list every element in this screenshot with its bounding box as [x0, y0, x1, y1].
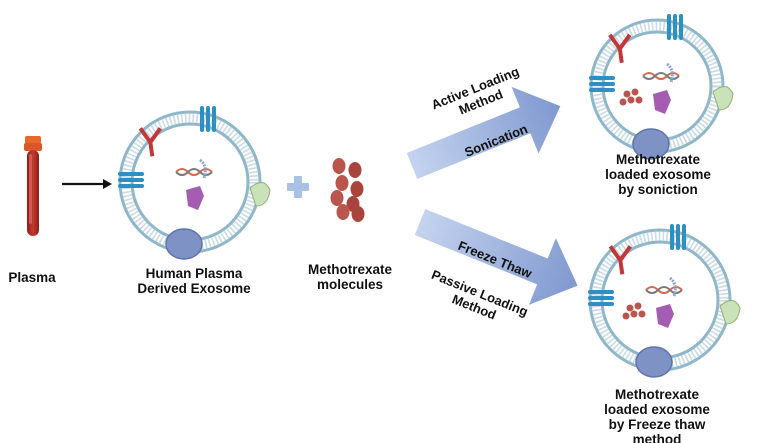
rna-icon [669, 276, 677, 297]
membrane-protein-icon [165, 228, 203, 260]
drug-molecule [350, 181, 364, 197]
plus-icon [287, 176, 309, 198]
drug-molecule [348, 162, 362, 178]
membrane-protein-icon [632, 128, 670, 160]
exosome-icon [588, 224, 741, 378]
plasma-label: Plasma [8, 270, 56, 285]
glycoprotein-icon [719, 300, 741, 325]
loaded-drug-icon [619, 88, 643, 106]
receptor-icon [589, 14, 683, 92]
antibody-icon [608, 33, 632, 64]
active-result-label: Methotrexate loaded exosome by soniction [605, 152, 711, 197]
methotrexate-label: Methotrexate molecules [307, 262, 393, 292]
receptor-icon [588, 224, 686, 306]
rna-icon [199, 158, 207, 179]
drug-molecule [335, 175, 349, 191]
right-arrow-icon [62, 179, 112, 189]
drug-molecule [336, 204, 350, 220]
enzyme-icon [186, 186, 204, 210]
block-arrow-icon [406, 86, 561, 179]
rna-icon [666, 62, 674, 83]
membrane-protein-icon [635, 346, 673, 378]
glycoprotein-icon [249, 182, 271, 207]
drug-molecule [351, 206, 365, 222]
enzyme-icon [656, 304, 674, 328]
exosome-icon [589, 14, 734, 160]
exosome-label: Human Plasma Derived Exosome [137, 266, 251, 296]
blood-tube-icon [24, 136, 42, 236]
exosome-icon [118, 106, 271, 260]
passive-result-label: Methotrexate loaded exosome by Freeze th… [604, 387, 710, 443]
drug-molecules-icon [330, 158, 365, 222]
drug-molecule [330, 190, 344, 206]
glycoprotein-icon [712, 86, 734, 111]
enzyme-icon [653, 90, 671, 114]
loaded-drug-icon [622, 302, 646, 320]
drug-molecule [332, 158, 346, 174]
antibody-icon [608, 245, 632, 275]
antibody-icon [138, 127, 162, 157]
block-arrow-icon [414, 209, 578, 305]
receptor-icon [118, 106, 216, 188]
